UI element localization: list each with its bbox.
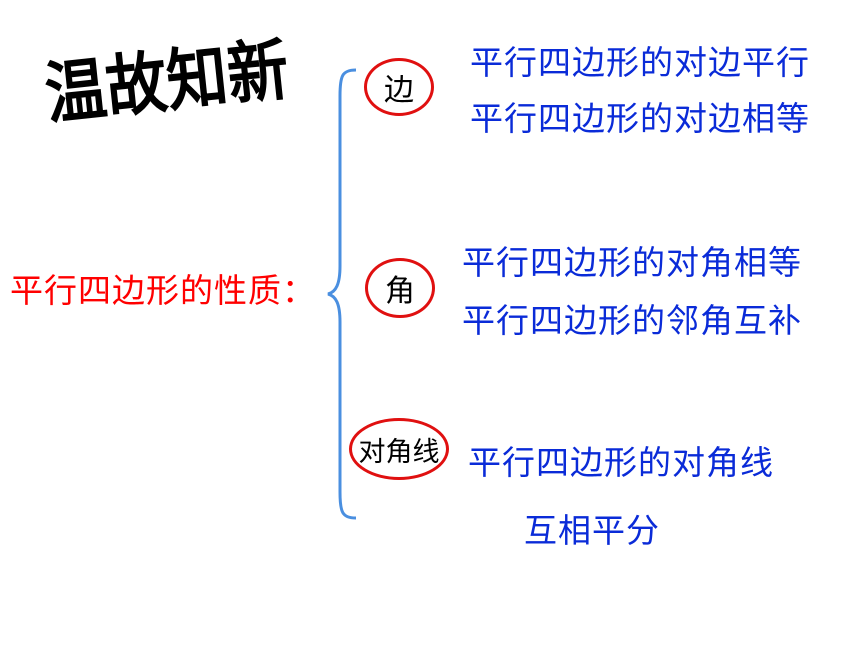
title-wordart: 温故知新: [41, 31, 290, 124]
property-angle-supplementary: 平行四边形的邻角互补: [462, 301, 802, 340]
category-diagonal-label: 对角线: [358, 436, 440, 468]
curly-brace: [327, 68, 357, 520]
property-edge-parallel: 平行四边形的对边平行: [470, 43, 810, 82]
category-edge: 边: [364, 58, 434, 116]
title-text: 温故知新: [41, 31, 290, 124]
category-diagonal: 对角线: [349, 418, 449, 480]
category-edge-label: 边: [384, 73, 414, 108]
property-angle-equal: 平行四边形的对角相等: [462, 243, 802, 282]
property-diagonal-line2: 互相平分: [524, 511, 660, 550]
property-edge-equal: 平行四边形的对边相等: [470, 99, 810, 138]
property-diagonal-line1: 平行四边形的对角线: [468, 443, 774, 482]
main-label: 平行四边形的性质：: [10, 271, 316, 310]
category-angle-label: 角: [385, 274, 415, 309]
category-angle: 角: [365, 258, 435, 318]
